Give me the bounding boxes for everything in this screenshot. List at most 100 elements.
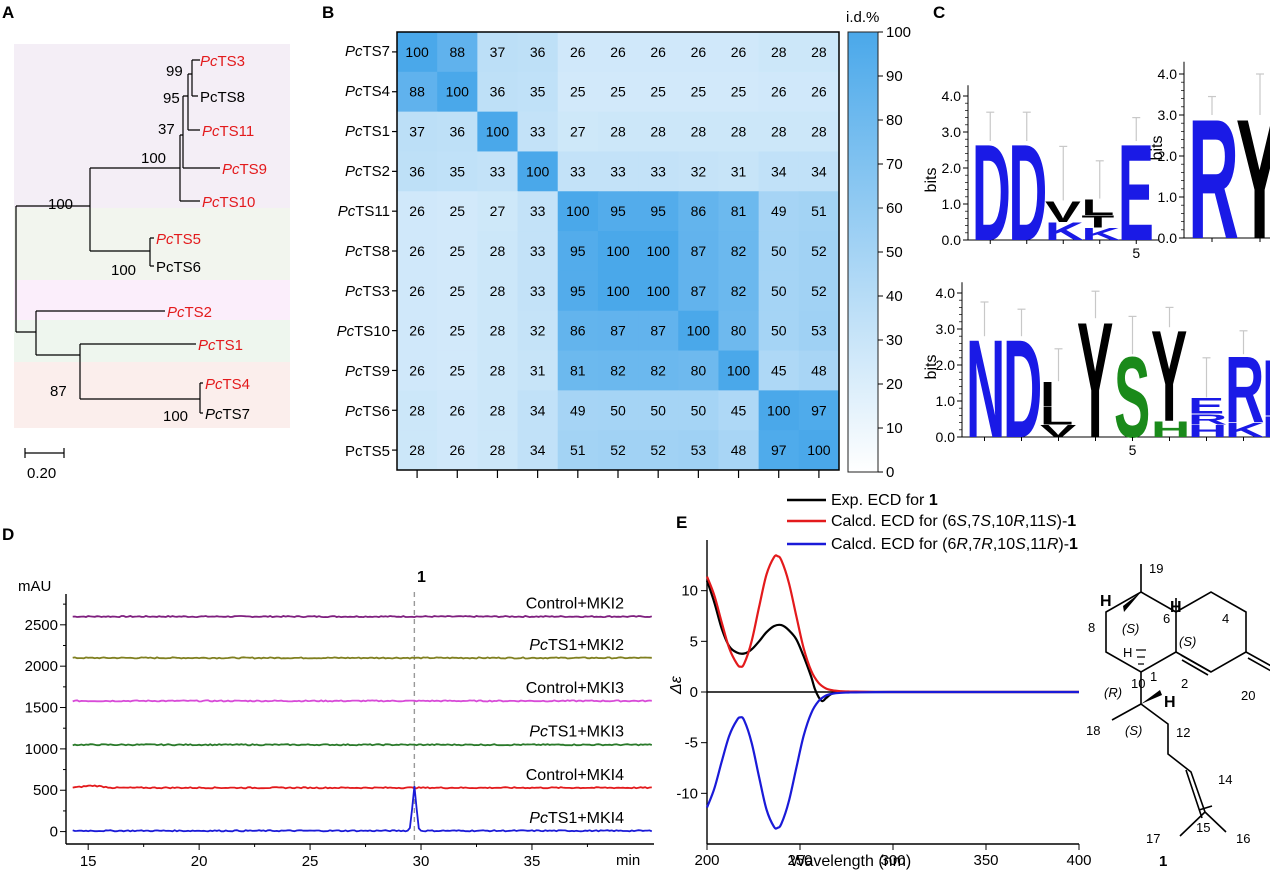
heatmap-value: 28 xyxy=(409,402,425,418)
heatmap-value: 26 xyxy=(449,402,465,418)
heatmap-cell xyxy=(758,390,800,431)
e-x-tick-label: 400 xyxy=(1066,852,1091,869)
logo-letter: L xyxy=(1040,402,1073,430)
scale-bar-label: 0.20 xyxy=(27,465,56,482)
heatmap-value: 26 xyxy=(409,203,425,219)
heatmap-value: 37 xyxy=(490,44,506,60)
panel-a: A PcTS3 PcTS8 PcTS11 PcTS xyxy=(2,3,290,482)
heatmap-row-labels: PcTS7 PcTS4 PcTS1 PcTS2 PcTS11 PcTS8 PcT… xyxy=(337,43,390,460)
wedge-bond xyxy=(1123,592,1141,612)
heatmap-value: 25 xyxy=(691,84,707,100)
heatmap-cell xyxy=(798,71,840,113)
taxon-prefix: Pc xyxy=(167,304,185,321)
heatmap-cell xyxy=(638,191,679,232)
heatmap-value: 50 xyxy=(771,323,787,339)
heatmap-cell xyxy=(718,430,760,471)
d-y-tick-label: 2500 xyxy=(25,617,58,634)
heatmap-value: 33 xyxy=(650,163,666,179)
heatmap-cell xyxy=(477,390,519,431)
trace-label: PcTS1+MKI4 xyxy=(529,810,624,827)
taxon-label: PcTS9 xyxy=(222,161,267,178)
heatmap-cell xyxy=(597,111,639,152)
heatmap-value: 33 xyxy=(570,163,586,179)
heatmap-value: 26 xyxy=(409,283,425,299)
heatmap-cell xyxy=(477,191,519,232)
e-y-tick-label: 5 xyxy=(690,633,698,650)
atom-label: 16 xyxy=(1236,831,1250,846)
heatmap-cell xyxy=(557,111,599,152)
heatmap-value: 26 xyxy=(771,84,787,100)
heatmap-cell xyxy=(397,32,438,73)
heatmap-value: 45 xyxy=(731,402,747,418)
trace-label-prefix: Pc xyxy=(529,810,548,827)
taxon-suffix: TS3 xyxy=(218,53,246,70)
heatmap-cell xyxy=(718,71,760,113)
heatmap-cell xyxy=(517,231,559,272)
taxon-prefix: Pc xyxy=(222,161,240,178)
heatmap-value: 52 xyxy=(811,243,827,259)
logo-y-tick-label: 3.0 xyxy=(936,321,956,337)
legend-label-part: ,7 xyxy=(968,536,981,553)
heatmap-cell xyxy=(517,350,559,391)
heatmap-value: 28 xyxy=(409,442,425,458)
heatmap-value: 50 xyxy=(771,243,787,259)
heatmap-cell xyxy=(437,111,478,152)
heatmap-cell xyxy=(758,111,800,152)
heatmap-value: 53 xyxy=(811,323,827,339)
row-label: PcTS6 xyxy=(345,403,390,420)
legend-label-part: )- xyxy=(1057,513,1068,530)
heatmap-cell xyxy=(517,111,559,152)
heatmap-value: 82 xyxy=(650,362,666,378)
heatmap-value: 28 xyxy=(490,323,506,339)
row-label-prefix: Pc xyxy=(345,83,363,100)
heatmap-value: 87 xyxy=(691,243,707,259)
row-label-prefix: Pc xyxy=(345,43,363,60)
e-y-tick-label: 10 xyxy=(681,583,698,600)
heatmap-value: 86 xyxy=(691,203,707,219)
legend-label-part: Calcd. ECD for (6 xyxy=(831,513,956,530)
heatmap-cell xyxy=(718,191,760,232)
heatmap-cell xyxy=(437,270,478,312)
taxon-suffix: PcTS6 xyxy=(156,259,201,276)
heatmap-cell xyxy=(597,350,639,391)
taxon-suffix: TS2 xyxy=(185,304,213,321)
heatmap-cell xyxy=(638,71,679,113)
heatmap-cell xyxy=(477,111,519,152)
taxon-prefix: Pc xyxy=(202,123,220,140)
logo-letter: T xyxy=(1082,212,1115,231)
d-x-tick-label: 25 xyxy=(302,853,319,870)
heatmap-value: 26 xyxy=(409,323,425,339)
heatmap-value: 26 xyxy=(409,243,425,259)
heatmap-value: 28 xyxy=(650,124,666,140)
taxon-prefix: Pc xyxy=(200,53,218,70)
clade-band xyxy=(14,44,290,208)
colorbar-tick: 80 xyxy=(886,112,903,129)
logo-y-tick-label: 0.0 xyxy=(936,429,956,445)
heatmap-cell xyxy=(798,430,840,471)
atom-label: 18 xyxy=(1086,723,1100,738)
heatmap-value: 82 xyxy=(731,283,747,299)
legend-label-part: S xyxy=(980,513,991,530)
heatmap-cell xyxy=(517,270,559,312)
heatmap-value: 100 xyxy=(606,243,630,259)
logo-y-tick-label: 2.0 xyxy=(1158,148,1178,164)
heatmap-value: 100 xyxy=(767,402,791,418)
heatmap-cell xyxy=(758,270,800,312)
heatmap-cell xyxy=(678,191,719,232)
heatmap-value: 100 xyxy=(486,124,510,140)
panel-d-letter: D xyxy=(2,525,14,544)
row-label-suffix: TS9 xyxy=(362,363,390,380)
heatmap-cell xyxy=(477,151,519,192)
legend-label: Calcd. ECD for (6S,7S,10R,11S)-1 xyxy=(831,513,1076,530)
heatmap-cell xyxy=(718,350,760,391)
heatmap-value: 95 xyxy=(650,203,666,219)
legend-label-part: 1 xyxy=(1067,513,1076,530)
legend-label-part: R xyxy=(956,536,968,553)
e-x-label: Wavelength (nm) xyxy=(790,853,911,870)
heatmap-cell xyxy=(597,231,639,272)
heatmap-cell xyxy=(718,390,760,431)
heatmap-value: 28 xyxy=(490,362,506,378)
row-label-prefix: Pc xyxy=(345,123,363,140)
heatmap-cell xyxy=(798,32,840,73)
